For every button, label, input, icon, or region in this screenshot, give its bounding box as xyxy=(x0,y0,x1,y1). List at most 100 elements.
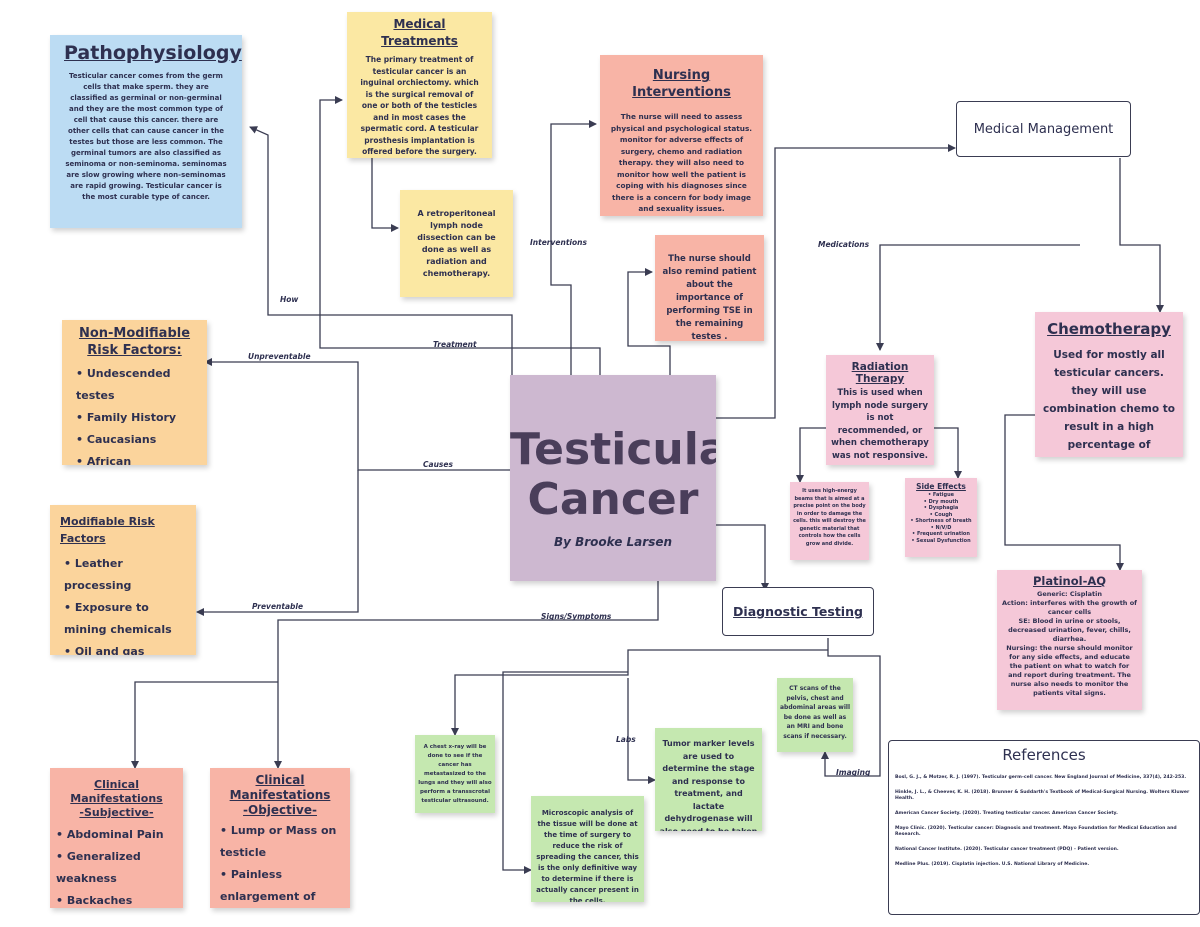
side-effect-item: • Shortness of breath xyxy=(910,518,972,524)
medical-management-box[interactable]: Medical Management xyxy=(956,101,1131,157)
side-effects-note[interactable]: Side Effects • Fatigue• Dry mouth• Dysph… xyxy=(905,478,977,557)
clinical-objective-note[interactable]: Clinical Manifestations -Objective- Lump… xyxy=(210,768,350,908)
list-item: Abdominal Pain xyxy=(56,824,177,846)
platinol-subtitle: Generic: Cisplatin xyxy=(1036,590,1103,598)
edge-label-medications: Medications xyxy=(818,240,870,249)
platinol-nursing: Nursing: the nurse should monitor for an… xyxy=(1006,644,1133,697)
list-item: Oil and gas production xyxy=(64,641,186,655)
tse-reminder-note[interactable]: The nurse should also remind patient abo… xyxy=(655,235,764,341)
list-item: Undescended testes xyxy=(76,363,193,407)
pathophysiology-text: Testicular cancer comes from the germ ce… xyxy=(65,72,227,201)
radiation-therapy-text: This is used when lymph node surgery is … xyxy=(831,388,929,461)
central-topic-note[interactable]: Testicular Cancer By Brooke Larsen xyxy=(510,375,716,581)
chemotherapy-title: Chemotherapy xyxy=(1047,320,1171,338)
clinical-subjective-list: Abdominal PainGeneralized weaknessBackac… xyxy=(56,824,177,908)
side-effect-item: • Fatigue xyxy=(927,492,955,498)
microscopic-analysis-note[interactable]: Microscopic analysis of the tissue will … xyxy=(531,796,644,902)
medical-treatments-text: The primary treatment of testicular canc… xyxy=(360,55,479,156)
chest-xray-text: A chest x-ray will be done to see if the… xyxy=(418,744,492,804)
pathophysiology-note[interactable]: Pathophysiology Testicular cancer comes … xyxy=(50,35,242,228)
radiation-detail-text: It uses high-energy beams that is aimed … xyxy=(793,488,866,547)
side-effect-item: • Dry mouth xyxy=(923,498,959,505)
references-box[interactable]: References Bosl, G. J., & Motzer, R. J. … xyxy=(888,740,1200,915)
edge-label-treatment: Treatment xyxy=(433,340,477,349)
reference-entry: National Cancer Institute. (2020). Testi… xyxy=(895,847,1119,852)
edge-diagnostic xyxy=(715,524,769,591)
edge-tse xyxy=(627,268,671,378)
edge-platinol xyxy=(1004,414,1124,571)
nonmodifiable-title-line2: Risk Factors: xyxy=(87,343,182,358)
modifiable-risk-note[interactable]: Modifiable Risk Factors Leather processi… xyxy=(50,505,196,655)
clinical-objective-title-line2: -Objective- xyxy=(243,803,317,817)
radiation-therapy-note[interactable]: Radiation Therapy This is used when lymp… xyxy=(826,355,934,465)
nonmodifiable-risk-note[interactable]: Non-Modifiable Risk Factors: Undescended… xyxy=(62,320,207,465)
edge-xray xyxy=(451,649,828,736)
ct-scans-note[interactable]: CT scans of the pelvis, chest and abdomi… xyxy=(777,678,853,752)
reference-entry: Bosl, G. J., & Motzer, R. J. (1997). Tes… xyxy=(895,775,1187,780)
side-effect-item: • Frequent urination xyxy=(912,531,970,537)
edge-tumor xyxy=(627,678,656,784)
lymph-node-text: A retroperitoneal lymph node dissection … xyxy=(417,209,496,278)
nonmodifiable-list: Undescended testesFamily HistoryCaucasia… xyxy=(76,363,193,465)
diagnostic-testing-box[interactable]: Diagnostic Testing xyxy=(722,587,874,636)
list-item: Backaches xyxy=(56,890,177,908)
edge-interventions xyxy=(550,120,597,378)
edge-medical-management xyxy=(715,144,956,419)
edge-signs xyxy=(274,580,659,769)
ct-scans-text: CT scans of the pelvis, chest and abdomi… xyxy=(779,685,851,740)
edge-lymph-note xyxy=(371,158,399,232)
medical-management-label: Medical Management xyxy=(973,121,1114,137)
modifiable-title: Modifiable Risk Factors xyxy=(60,515,155,545)
nonmodifiable-title-line1: Non-Modifiable xyxy=(78,326,191,341)
microscopic-analysis-text: Microscopic analysis of the tissue will … xyxy=(536,809,639,902)
central-title-line2: Cancer xyxy=(527,474,699,525)
nursing-interventions-title: Nursing Interventions xyxy=(632,68,731,100)
clinical-subjective-note[interactable]: Clinical Manifestations -Subjective- Abd… xyxy=(50,768,183,908)
edge-pathophysiology xyxy=(249,126,513,392)
list-item: African Americans xyxy=(76,451,193,465)
tumor-markers-note[interactable]: Tumor marker levels are used to determin… xyxy=(655,728,762,831)
clinical-subjective-title-line2: -Subjective- xyxy=(79,806,154,819)
edge-label-how: How xyxy=(280,295,299,304)
edge-label-signs-symptoms: Signs/Symptoms xyxy=(541,612,612,621)
edge-radiation-detail xyxy=(796,427,826,483)
list-item: Leather processing xyxy=(64,553,186,597)
edge-label-imaging: Imaging xyxy=(836,768,871,777)
medical-treatments-note[interactable]: Medical Treatments The primary treatment… xyxy=(347,12,492,158)
reference-entry: American Cancer Society. (2020). Treatin… xyxy=(895,811,1118,816)
edge-side-effects xyxy=(934,427,962,479)
radiation-therapy-title: Radiation Therapy xyxy=(851,361,909,385)
side-effects-title: Side Effects xyxy=(916,482,966,491)
edge-subjective xyxy=(131,681,278,769)
edge-label-labs: Labs xyxy=(616,735,636,744)
edge-chemo xyxy=(1119,158,1164,313)
nursing-interventions-note[interactable]: Nursing Interventions The nurse will nee… xyxy=(600,55,763,216)
chemotherapy-text: Used for mostly all testicular cancers. … xyxy=(1043,349,1175,451)
edge-microscopic xyxy=(502,671,628,874)
tse-reminder-text: The nurse should also remind patient abo… xyxy=(662,254,757,341)
edge-modifiable xyxy=(196,470,359,616)
radiation-detail-note[interactable]: It uses high-energy beams that is aimed … xyxy=(790,482,869,560)
edge-label-unpreventable: Unpreventable xyxy=(248,352,311,361)
lymph-node-note[interactable]: A retroperitoneal lymph node dissection … xyxy=(400,190,513,297)
platinol-side-effects: SE: Blood in urine or stools, decreased … xyxy=(1008,617,1131,643)
tumor-markers-text: Tumor marker levels are used to determin… xyxy=(659,739,758,831)
edge-nonmodifiable xyxy=(204,358,512,471)
reference-entry: Medline Plus. (2019). Cisplatin injectio… xyxy=(895,862,1090,867)
central-author: By Brooke Larsen xyxy=(553,535,673,549)
chemotherapy-note[interactable]: Chemotherapy Used for mostly all testicu… xyxy=(1035,312,1183,457)
references-title: References xyxy=(1002,746,1086,764)
platinol-note[interactable]: Platinol-AQ Generic: Cisplatin Action: i… xyxy=(997,570,1142,710)
edge-radiation xyxy=(876,244,1080,351)
list-item: Exposure to mining chemicals xyxy=(64,597,186,641)
side-effect-item: • N/V/D xyxy=(930,524,952,531)
reference-entry: Mayo Clinic. (2020). Testicular cancer: … xyxy=(895,826,1177,837)
edge-medical-treatments xyxy=(319,96,601,378)
platinol-action: Action: interferes with the growth of ca… xyxy=(1002,599,1137,616)
clinical-objective-list: Lump or Mass on testiclePainless enlarge… xyxy=(220,820,340,908)
edge-label-preventable: Preventable xyxy=(252,602,304,611)
nursing-interventions-text: The nurse will need to assess physical a… xyxy=(610,112,753,213)
chest-xray-note[interactable]: A chest x-ray will be done to see if the… xyxy=(415,735,495,813)
list-item: Generalized weakness xyxy=(56,846,177,890)
